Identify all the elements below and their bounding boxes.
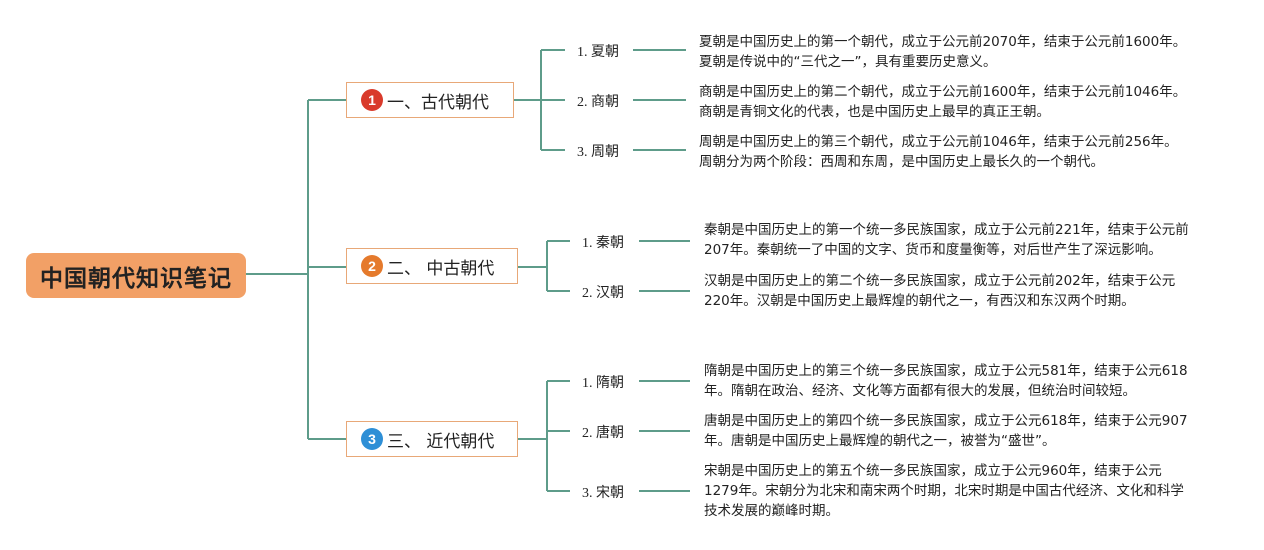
root-topic[interactable]: 中国朝代知识笔记: [26, 253, 246, 298]
leaf-xia[interactable]: 1. 夏朝: [577, 45, 619, 60]
desc-xia: 夏朝是中国历史上的第一个朝代，成立于公元前2070年，结束于公元前1600年。夏…: [699, 34, 1187, 70]
branch-ancient[interactable]: 1 一、古代朝代: [346, 82, 514, 118]
desc-song: 宋朝是中国历史上的第五个统一多民族国家，成立于公元960年，结束于公元1279年…: [704, 463, 1184, 519]
leaf-han[interactable]: 2. 汉朝: [582, 286, 624, 301]
branch-label: 二、 中古朝代: [387, 258, 495, 279]
desc-tang: 唐朝是中国历史上的第四个统一多民族国家，成立于公元618年，结束于公元907年。…: [704, 413, 1188, 449]
number-2-badge-icon: 2: [361, 255, 383, 277]
root-title: 中国朝代知识笔记: [40, 265, 232, 292]
branch-modern[interactable]: 3 三、 近代朝代: [346, 421, 518, 457]
number-1-badge-icon: 1: [361, 89, 383, 111]
leaf-qin[interactable]: 1. 秦朝: [582, 236, 624, 251]
desc-sui: 隋朝是中国历史上的第三个统一多民族国家，成立于公元581年，结束于公元618年。…: [704, 363, 1188, 399]
branch-label: 一、古代朝代: [387, 92, 489, 113]
leaf-song[interactable]: 3. 宋朝: [582, 486, 624, 501]
leaf-shang[interactable]: 2. 商朝: [577, 95, 619, 110]
desc-zhou: 周朝是中国历史上的第三个朝代，成立于公元前1046年，结束于公元前256年。周朝…: [699, 134, 1178, 170]
desc-qin: 秦朝是中国历史上的第一个统一多民族国家，成立于公元前221年，结束于公元前207…: [704, 222, 1189, 258]
leaf-zhou[interactable]: 3. 周朝: [577, 145, 619, 160]
branch-label: 三、 近代朝代: [387, 431, 495, 452]
desc-han: 汉朝是中国历史上的第二个统一多民族国家，成立于公元前202年，结束于公元220年…: [704, 273, 1176, 309]
leaf-tang[interactable]: 2. 唐朝: [582, 426, 624, 441]
branch-medieval[interactable]: 2 二、 中古朝代: [346, 248, 518, 284]
desc-shang: 商朝是中国历史上的第二个朝代，成立于公元前1600年，结束于公元前1046年。商…: [699, 84, 1187, 120]
number-3-badge-icon: 3: [361, 428, 383, 450]
leaf-sui[interactable]: 1. 隋朝: [582, 376, 624, 391]
